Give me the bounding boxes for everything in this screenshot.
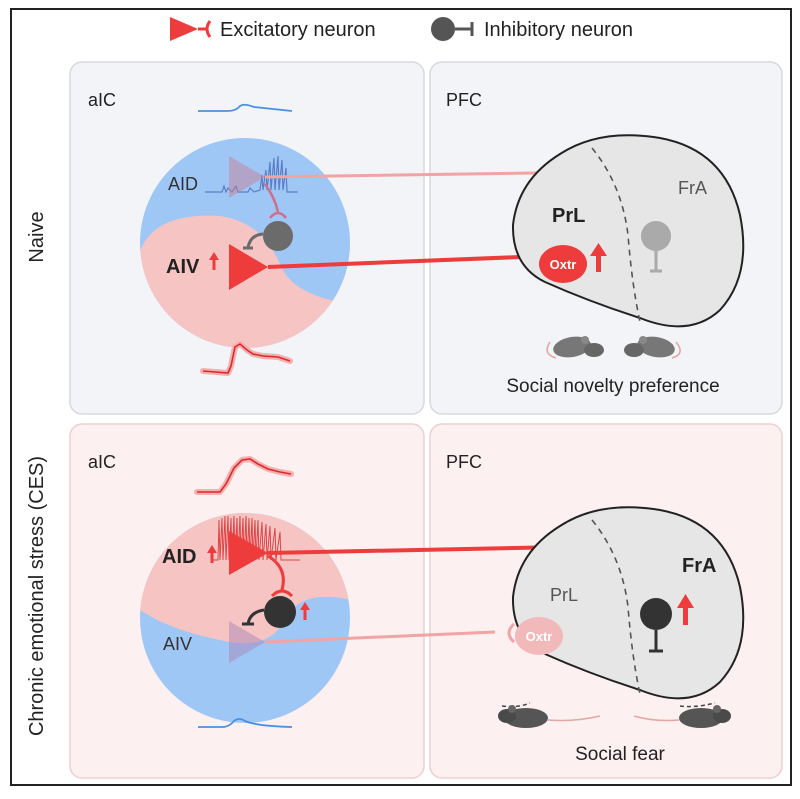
ces-aiv-trace xyxy=(198,718,293,728)
ces-aic-title: aIC xyxy=(88,452,116,472)
excitatory-neuron-icon xyxy=(170,17,212,41)
mouse-icon-right xyxy=(624,336,681,359)
ces-pfc-title: PFC xyxy=(446,452,482,472)
legend-inhibitory-label: Inhibitory neuron xyxy=(484,19,633,41)
naive-oxtr-label: Oxtr xyxy=(550,257,577,272)
ces-aiv-projection xyxy=(264,630,496,644)
ces-pfc-boundary xyxy=(591,519,641,695)
ces-aid-to-inhibitory-axon xyxy=(267,554,285,591)
row-label-naive: Naive xyxy=(26,211,48,262)
naive-aid-trace xyxy=(198,103,293,112)
ces-aid-up-arrow-icon xyxy=(207,545,217,563)
ces-prl-label: PrL xyxy=(550,585,578,605)
naive-aiv-excitatory-neuron xyxy=(229,244,268,290)
ces-aid-spike-trace xyxy=(212,515,300,561)
naive-aid-spike-trace xyxy=(205,155,298,194)
naive-oxtr-up-arrow-icon xyxy=(590,243,607,272)
naive-fra-inhibitory-neuron xyxy=(641,221,671,251)
ces-aic-inhibitory-neuron xyxy=(264,596,296,628)
naive-aic-title: aIC xyxy=(88,90,116,110)
naive-aic-inhibitory-neuron xyxy=(263,221,293,251)
ces-oxtr-label: Oxtr xyxy=(526,629,553,644)
naive-inhibitory-synapse xyxy=(269,211,287,219)
inhibitory-neuron-icon xyxy=(431,17,474,41)
naive-oxtr-neuron xyxy=(539,245,587,283)
fearful-mouse-icon-right xyxy=(633,702,731,728)
naive-aiv-label: AIV xyxy=(166,256,200,278)
naive-prl-label: PrL xyxy=(552,205,585,227)
naive-aiv-trace xyxy=(202,343,291,374)
ces-aid-label: AID xyxy=(162,546,196,568)
ces-inhibitory-synapse xyxy=(270,589,294,598)
ces-aic-circle xyxy=(140,513,350,723)
ces-aiv-label: AIV xyxy=(163,634,192,654)
row-label-ces: Chronic emotional stress (CES) xyxy=(26,456,48,736)
mouse-icon-left xyxy=(546,336,604,359)
legend-excitatory-label: Excitatory neuron xyxy=(220,19,376,41)
naive-aic-circle xyxy=(140,138,350,348)
legend: Excitatory neuron Inhibitory neuron xyxy=(170,17,633,41)
ces-aiv-excitatory-neuron xyxy=(229,621,265,663)
naive-aid-excitatory-neuron xyxy=(229,156,265,198)
ces-fra-up-arrow-icon xyxy=(677,594,694,625)
naive-fra-label: FrA xyxy=(678,178,707,198)
ces-fra-label: FrA xyxy=(682,555,716,577)
ces-prl-synapse xyxy=(507,622,516,644)
naive-inhibitory-axon xyxy=(246,232,264,249)
ces-inhibitory-axon xyxy=(246,608,265,625)
ces-inhibitory-up-arrow-icon xyxy=(300,602,310,620)
naive-caption: Social novelty preference xyxy=(506,376,719,397)
naive-aiv-up-arrow-icon xyxy=(209,252,219,270)
ces-fra-inhibitory-neuron xyxy=(640,598,672,630)
ces-aid-excitatory-neuron xyxy=(229,531,268,575)
ces-aid-trace xyxy=(197,458,292,493)
ces-caption: Social fear xyxy=(575,744,665,765)
naive-pfc-boundary xyxy=(591,147,641,323)
naive-aid-to-inhibitory-axon xyxy=(263,183,280,213)
naive-aiv-projection xyxy=(267,255,521,269)
naive-pfc-title: PFC xyxy=(446,90,482,110)
fearful-mouse-icon-left xyxy=(498,702,601,728)
ces-oxtr-neuron xyxy=(515,617,563,655)
naive-aid-label: AID xyxy=(168,174,198,194)
